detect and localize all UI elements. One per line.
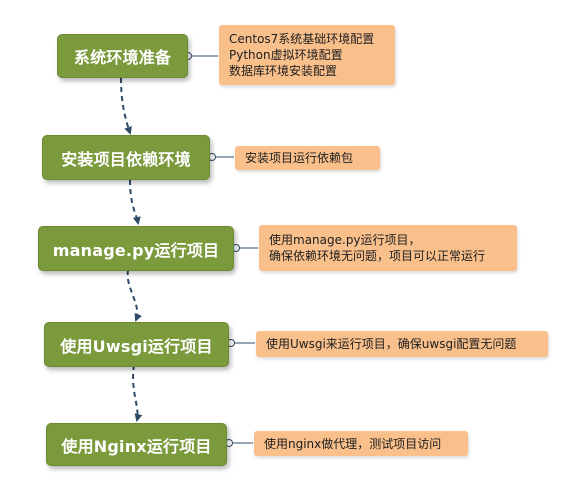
note-system-env-line-3: 数据库环境安装配置	[229, 64, 338, 78]
step-nginx: 使用Nginx运行项目	[46, 423, 227, 466]
step-manage-py: manage.py运行项目	[38, 226, 234, 271]
note-manage-py: 使用manage.py运行项目， 确保依赖环境无问题，项目可以正常运行	[259, 225, 517, 271]
note-manage-py-line-1: 使用manage.py运行项目，	[269, 233, 421, 247]
note-install-deps-line-1: 安装项目运行依赖包	[245, 151, 354, 165]
note-system-env-line-1: Centos7系统基础环境配置	[229, 32, 375, 46]
note-uwsgi-line-1: 使用Uwsgi来运行项目，确保uwsgi配置无问题	[266, 337, 517, 351]
note-nginx: 使用nginx做代理，测试项目访问	[254, 431, 468, 456]
note-system-env-line-2: Python虚拟环境配置	[229, 48, 343, 62]
step-uwsgi: 使用Uwsgi运行项目	[44, 322, 229, 367]
flow-connector-1-2	[120, 77, 132, 135]
step-system-env: 系统环境准备	[57, 34, 188, 78]
note-uwsgi: 使用Uwsgi来运行项目，确保uwsgi配置无问题	[256, 331, 548, 357]
flow-connector-2-3	[129, 179, 141, 225]
note-system-env: Centos7系统基础环境配置 Python虚拟环境配置 数据库环境安装配置	[219, 25, 395, 85]
note-manage-py-line-2: 确保依赖环境无问题，项目可以正常运行	[269, 249, 486, 263]
note-install-deps: 安装项目运行依赖包	[235, 146, 380, 170]
flow-connector-4-5	[132, 364, 143, 422]
step-install-deps: 安装项目依赖环境	[42, 135, 210, 180]
flow-connector-3-4	[126, 269, 142, 322]
note-nginx-line-1: 使用nginx做代理，测试项目访问	[264, 436, 442, 451]
